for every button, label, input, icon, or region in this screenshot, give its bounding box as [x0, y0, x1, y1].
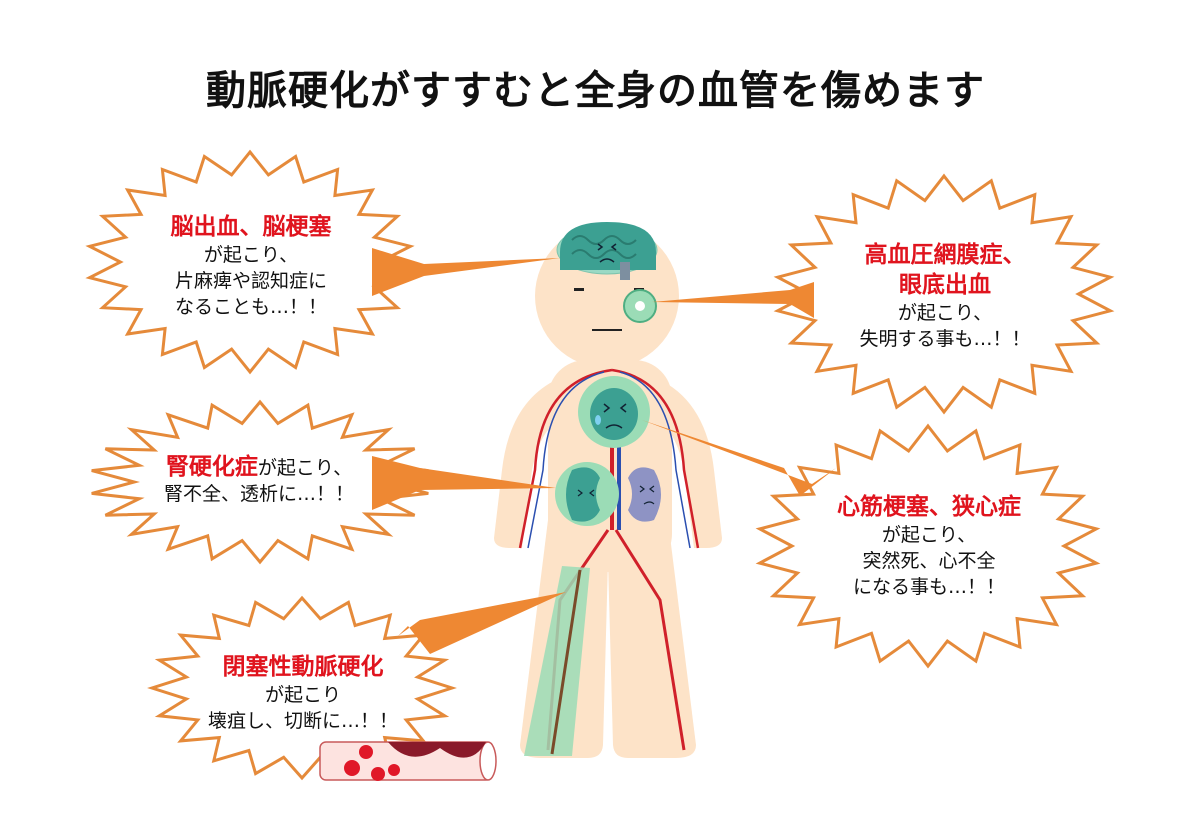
page-title: 動脈硬化がすすむと全身の血管を傷めます: [206, 68, 985, 114]
heart-callout-line: が起こり、: [881, 524, 977, 546]
kidney-callout-line: 腎不全、透析に…！！: [163, 483, 354, 505]
brain-callout-line: が起こり、: [203, 244, 299, 266]
eye-icon: [623, 289, 657, 323]
kidney-pointer-arrow: [372, 456, 556, 510]
brain-callout-line: なることも…！！: [174, 296, 327, 318]
leg-callout-line: が起こり: [264, 684, 341, 706]
brain-callout-heading: 脳出血、脳梗塞: [170, 214, 332, 240]
kidney-icon: [555, 462, 661, 526]
kidney-callout-suffix: が起こり、: [257, 457, 353, 479]
kidney-callout: 腎硬化症が起こり、 腎不全、透析に…！！: [138, 454, 380, 507]
eye-callout-burst: [773, 173, 1115, 415]
human-body-icon: [494, 224, 722, 758]
eye-callout-heading: 高血圧網膜症、: [864, 242, 1026, 268]
leg-callout-line: 壊疽し、切断に…！！: [207, 710, 398, 732]
eye-callout: 高血圧網膜症、 眼底出血 が起こり、 失明する事も…！！: [834, 240, 1056, 352]
eye-callout-line: が起こり、: [897, 302, 993, 324]
brain-pointer-arrow: [372, 248, 560, 296]
brain-callout-line: 片麻痺や認知症に: [174, 270, 327, 292]
eye-callout-heading: 眼底出血: [899, 272, 991, 298]
leg-pointer-arrow: [398, 592, 566, 654]
eye-pointer-arrow: [652, 282, 814, 318]
heart-callout-line: になる事も…！！: [852, 576, 1005, 598]
eye-callout-line: 失明する事も…！！: [859, 328, 1031, 350]
brain-icon: [556, 222, 658, 280]
leg-callout-burst: [147, 595, 457, 781]
heart-callout-line: 突然死、心不全: [862, 550, 996, 572]
kidney-callout-burst: [91, 399, 429, 565]
leg-callout: 閉塞性動脈硬化 が起こり 壊疽し、切断に…！！: [190, 652, 416, 734]
brain-callout: 脳出血、脳梗塞 が起こり、 片麻痺や認知症に なることも…！！: [145, 212, 357, 320]
brain-callout-burst: [85, 149, 415, 375]
kidney-callout-heading: 腎硬化症: [165, 454, 258, 480]
leg-callout-heading: 閉塞性動脈硬化: [222, 654, 384, 680]
blood-vessel-icon: [319, 741, 497, 781]
heart-callout-heading: 心筋梗塞、狭心症: [837, 494, 1021, 520]
heart-callout: 心筋梗塞、狭心症 が起こり、 突然死、心不全 になる事も…！！: [806, 492, 1052, 600]
heart-icon: [578, 376, 650, 448]
